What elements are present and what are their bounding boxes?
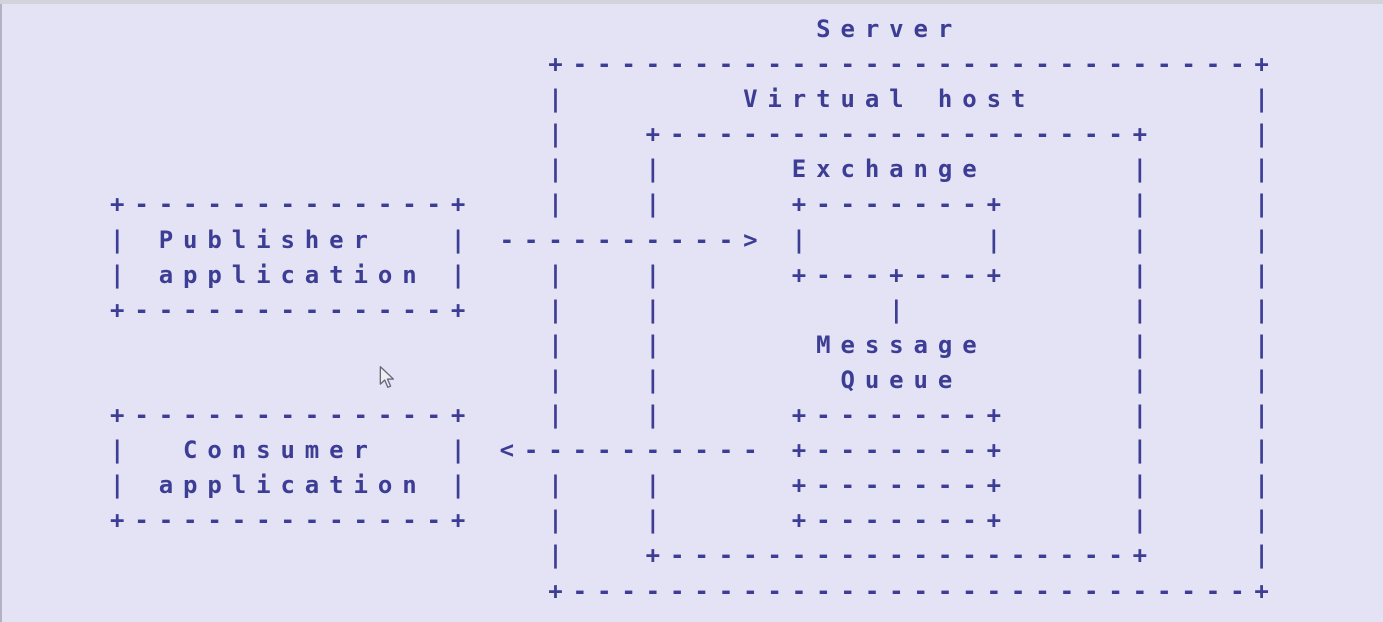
mouse-pointer-icon bbox=[379, 366, 395, 388]
window-top-edge bbox=[0, 0, 1383, 4]
window-left-edge bbox=[0, 4, 2, 622]
amqp-architecture-ascii-diagram: Server +----------------------------+ | … bbox=[110, 15, 1279, 605]
